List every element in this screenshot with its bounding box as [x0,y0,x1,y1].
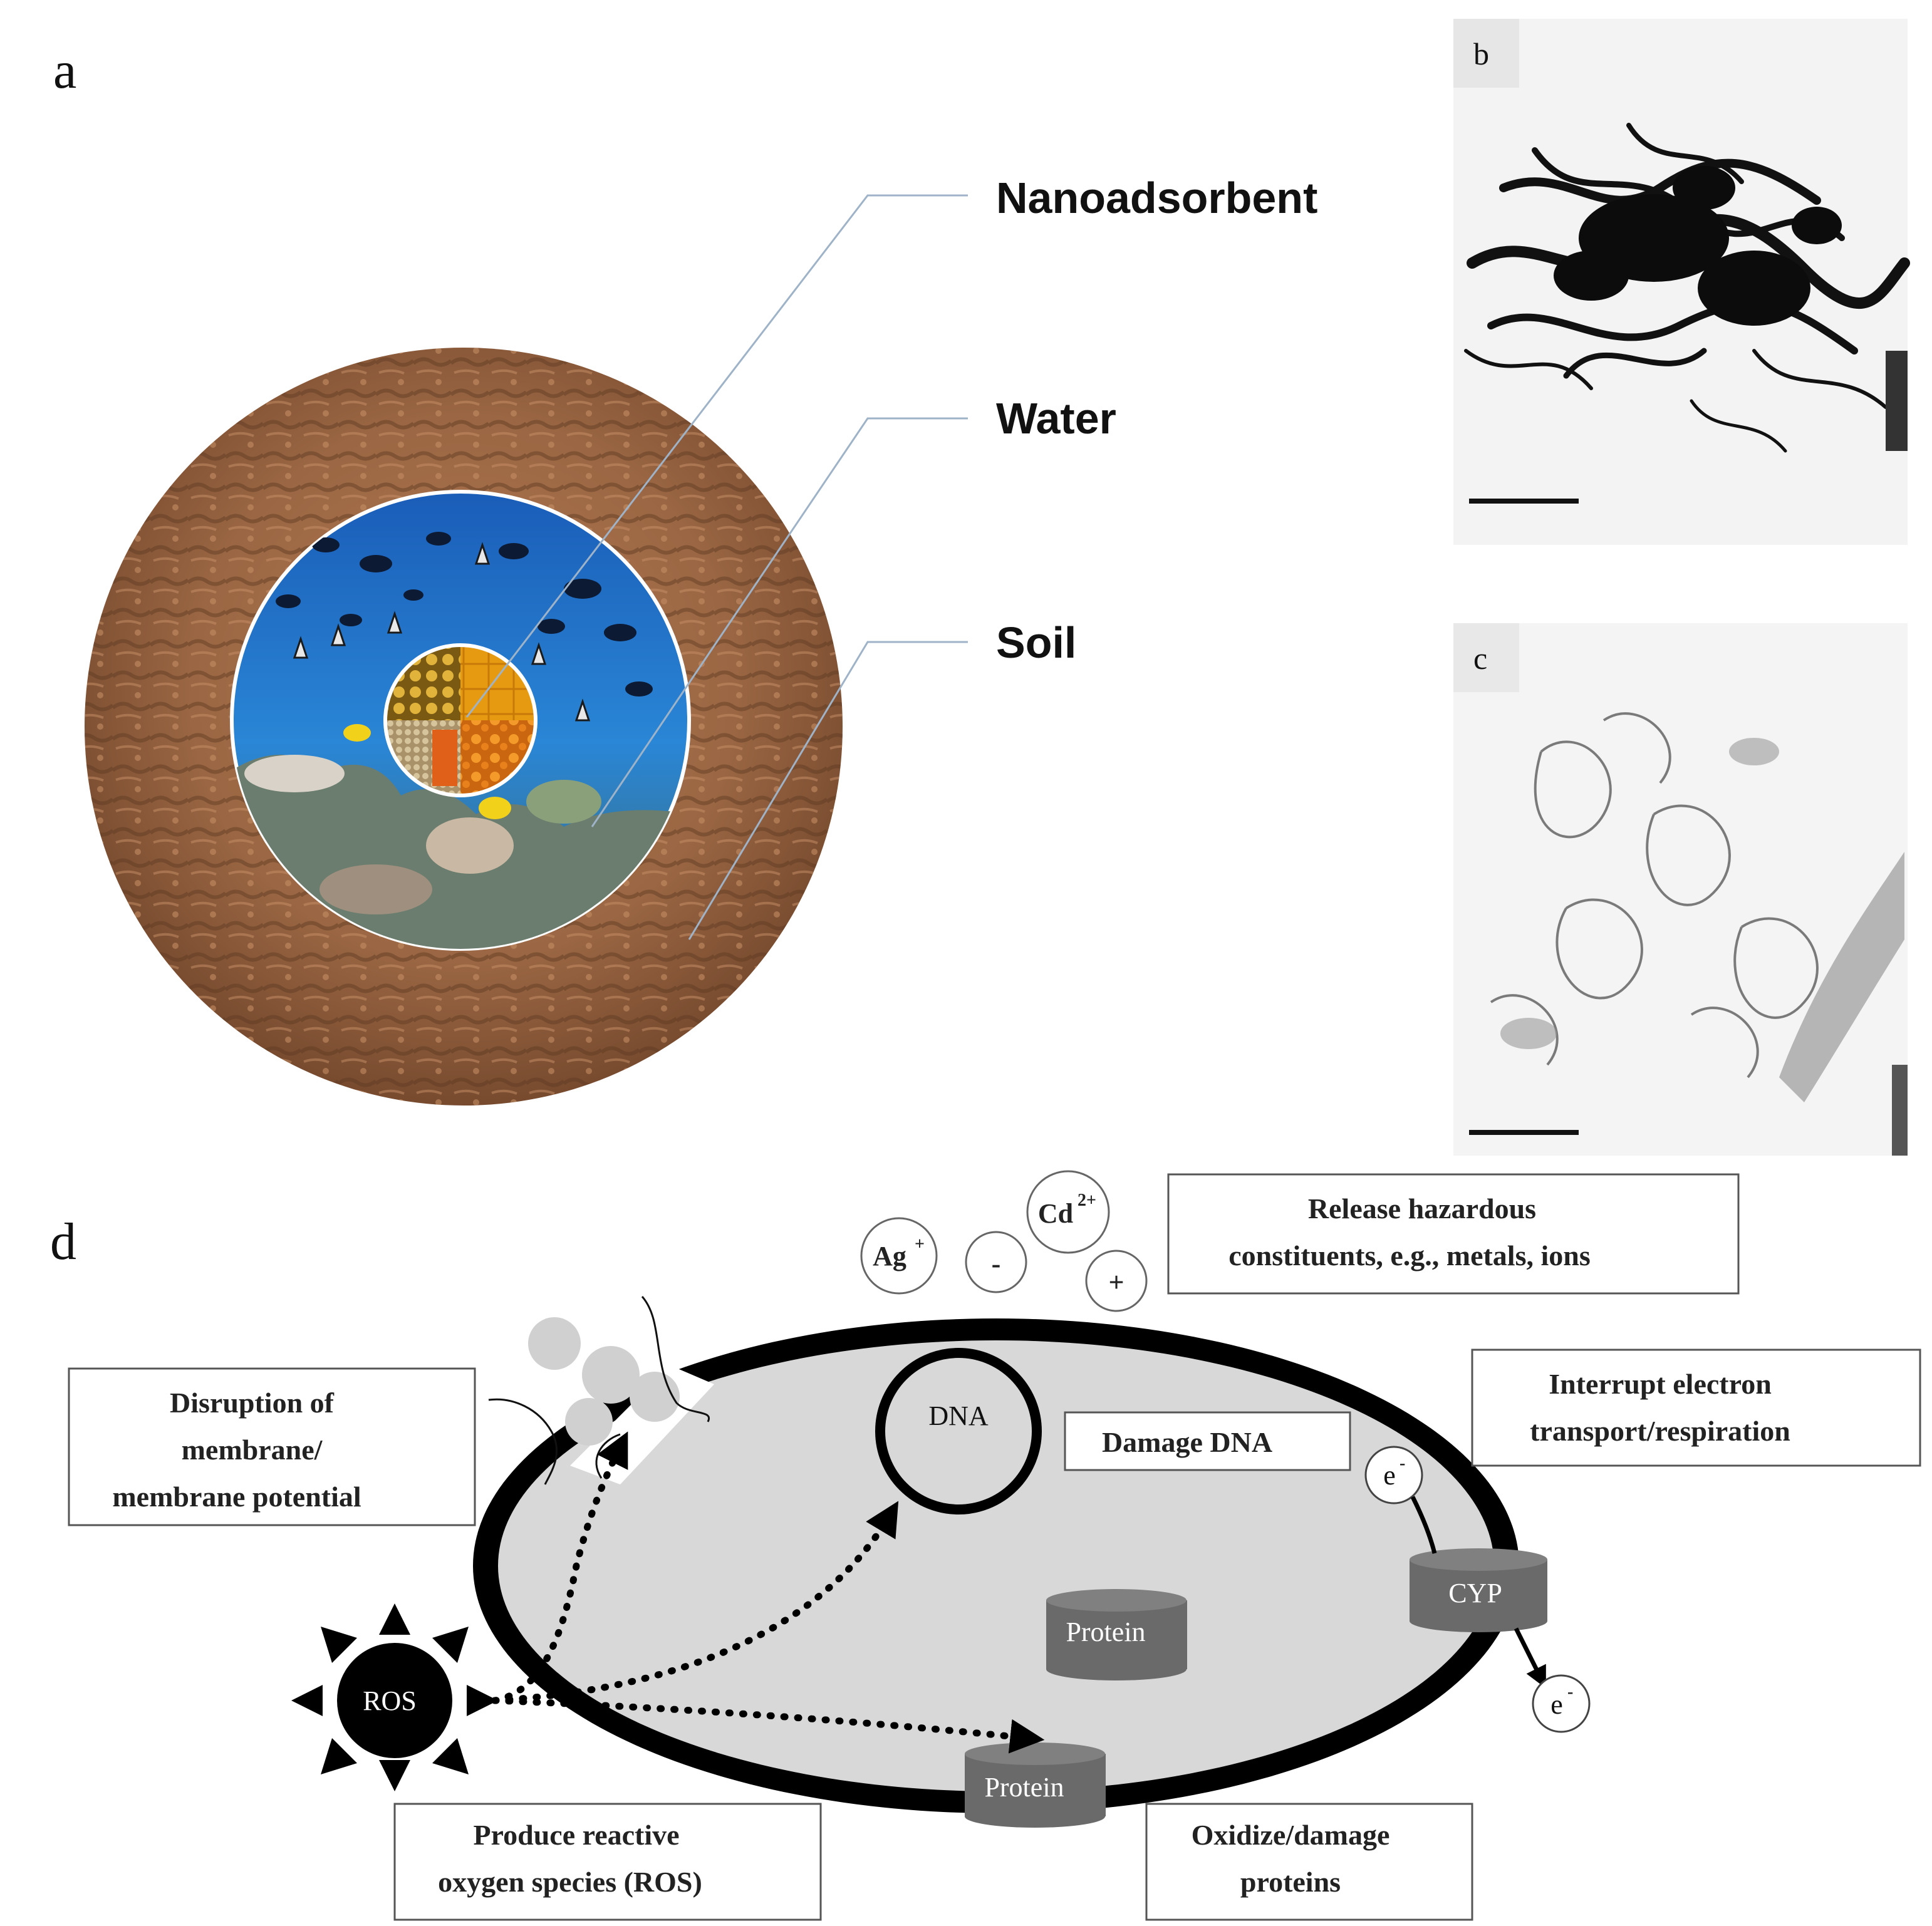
box-release-line-2: constituents, e.g., metals, ions [1228,1240,1591,1271]
box-oxidize: Oxidize/damage proteins [1145,1803,1473,1921]
label-soil: Soil [996,618,1076,667]
electron-in-label: e [1383,1460,1396,1491]
box-oxidize-line-1: Oxidize/damage [1192,1819,1390,1851]
electron-out-label: e [1550,1689,1563,1720]
panel-label-b: b [1473,36,1489,71]
ros-star [291,1603,498,1791]
box-release: Release hazardous constituents, e.g., me… [1167,1173,1740,1295]
box-oxidize-line-2: proteins [1240,1866,1341,1898]
ion-ag-sup: + [915,1235,925,1254]
cyp-label: CYP [1448,1578,1502,1608]
ion-minus [965,1231,1027,1293]
protein-cylinder-bottom [965,1742,1106,1828]
electron-arrow-in [1410,1496,1437,1554]
electron-arrow-out [1514,1627,1546,1689]
protein-center-label: Protein [1066,1617,1145,1647]
electron-out [1532,1674,1591,1733]
nanoadsorbent-circle [383,643,538,797]
panel-label-c: c [1473,641,1487,676]
dna-ring [875,1348,1042,1514]
box-damage-dna: Damage DNA [1064,1411,1351,1471]
ros-label: ROS [363,1685,417,1716]
panel-label-d: d [50,1213,76,1271]
micrograph-b [1453,19,1910,545]
box-disruption-line-3: membrane potential [112,1481,361,1513]
box-ros-line-2: oxygen species (ROS) [438,1866,702,1898]
label-nanoadsorbent: Nanoadsorbent [996,173,1317,222]
electron-in-sup: - [1400,1454,1405,1473]
box-disruption: Disruption of membrane/ membrane potenti… [68,1367,476,1526]
ion-cd-sup: 2+ [1078,1191,1096,1210]
electron-in [1364,1446,1423,1504]
box-damage-dna-line-1: Damage DNA [1102,1426,1272,1458]
box-disruption-line-2: membrane/ [182,1434,323,1466]
panel-label-a: a [53,41,76,100]
protein-cylinder-center [1046,1589,1187,1680]
box-release-line-1: Release hazardous [1308,1193,1536,1224]
ion-plus-label: + [1108,1267,1124,1298]
box-disruption-line-1: Disruption of [170,1387,335,1419]
box-interrupt: Interrupt electron transport/respiration [1471,1349,1921,1467]
cyp-cylinder [1410,1548,1547,1632]
micrograph-c [1453,623,1908,1156]
leader-lines [465,194,968,940]
ion-ag-label: Ag [873,1241,906,1271]
ion-cd-label: Cd [1038,1198,1073,1229]
ion-cd [1026,1170,1110,1254]
box-ros-line-1: Produce reactive [473,1819,679,1851]
box-interrupt-line-2: transport/respiration [1530,1415,1790,1447]
ion-ag [860,1217,938,1295]
box-ros: Produce reactive oxygen species (ROS) [393,1803,822,1921]
electron-out-sup: - [1567,1682,1573,1702]
dna-label: DNA [928,1400,989,1431]
protein-bottom-label: Protein [984,1772,1064,1803]
label-water: Water [996,394,1116,443]
ion-plus [1085,1250,1148,1312]
box-interrupt-line-1: Interrupt electron [1549,1368,1772,1400]
ros-arrows [491,1431,1045,1754]
ion-minus-label: - [992,1248,1001,1279]
